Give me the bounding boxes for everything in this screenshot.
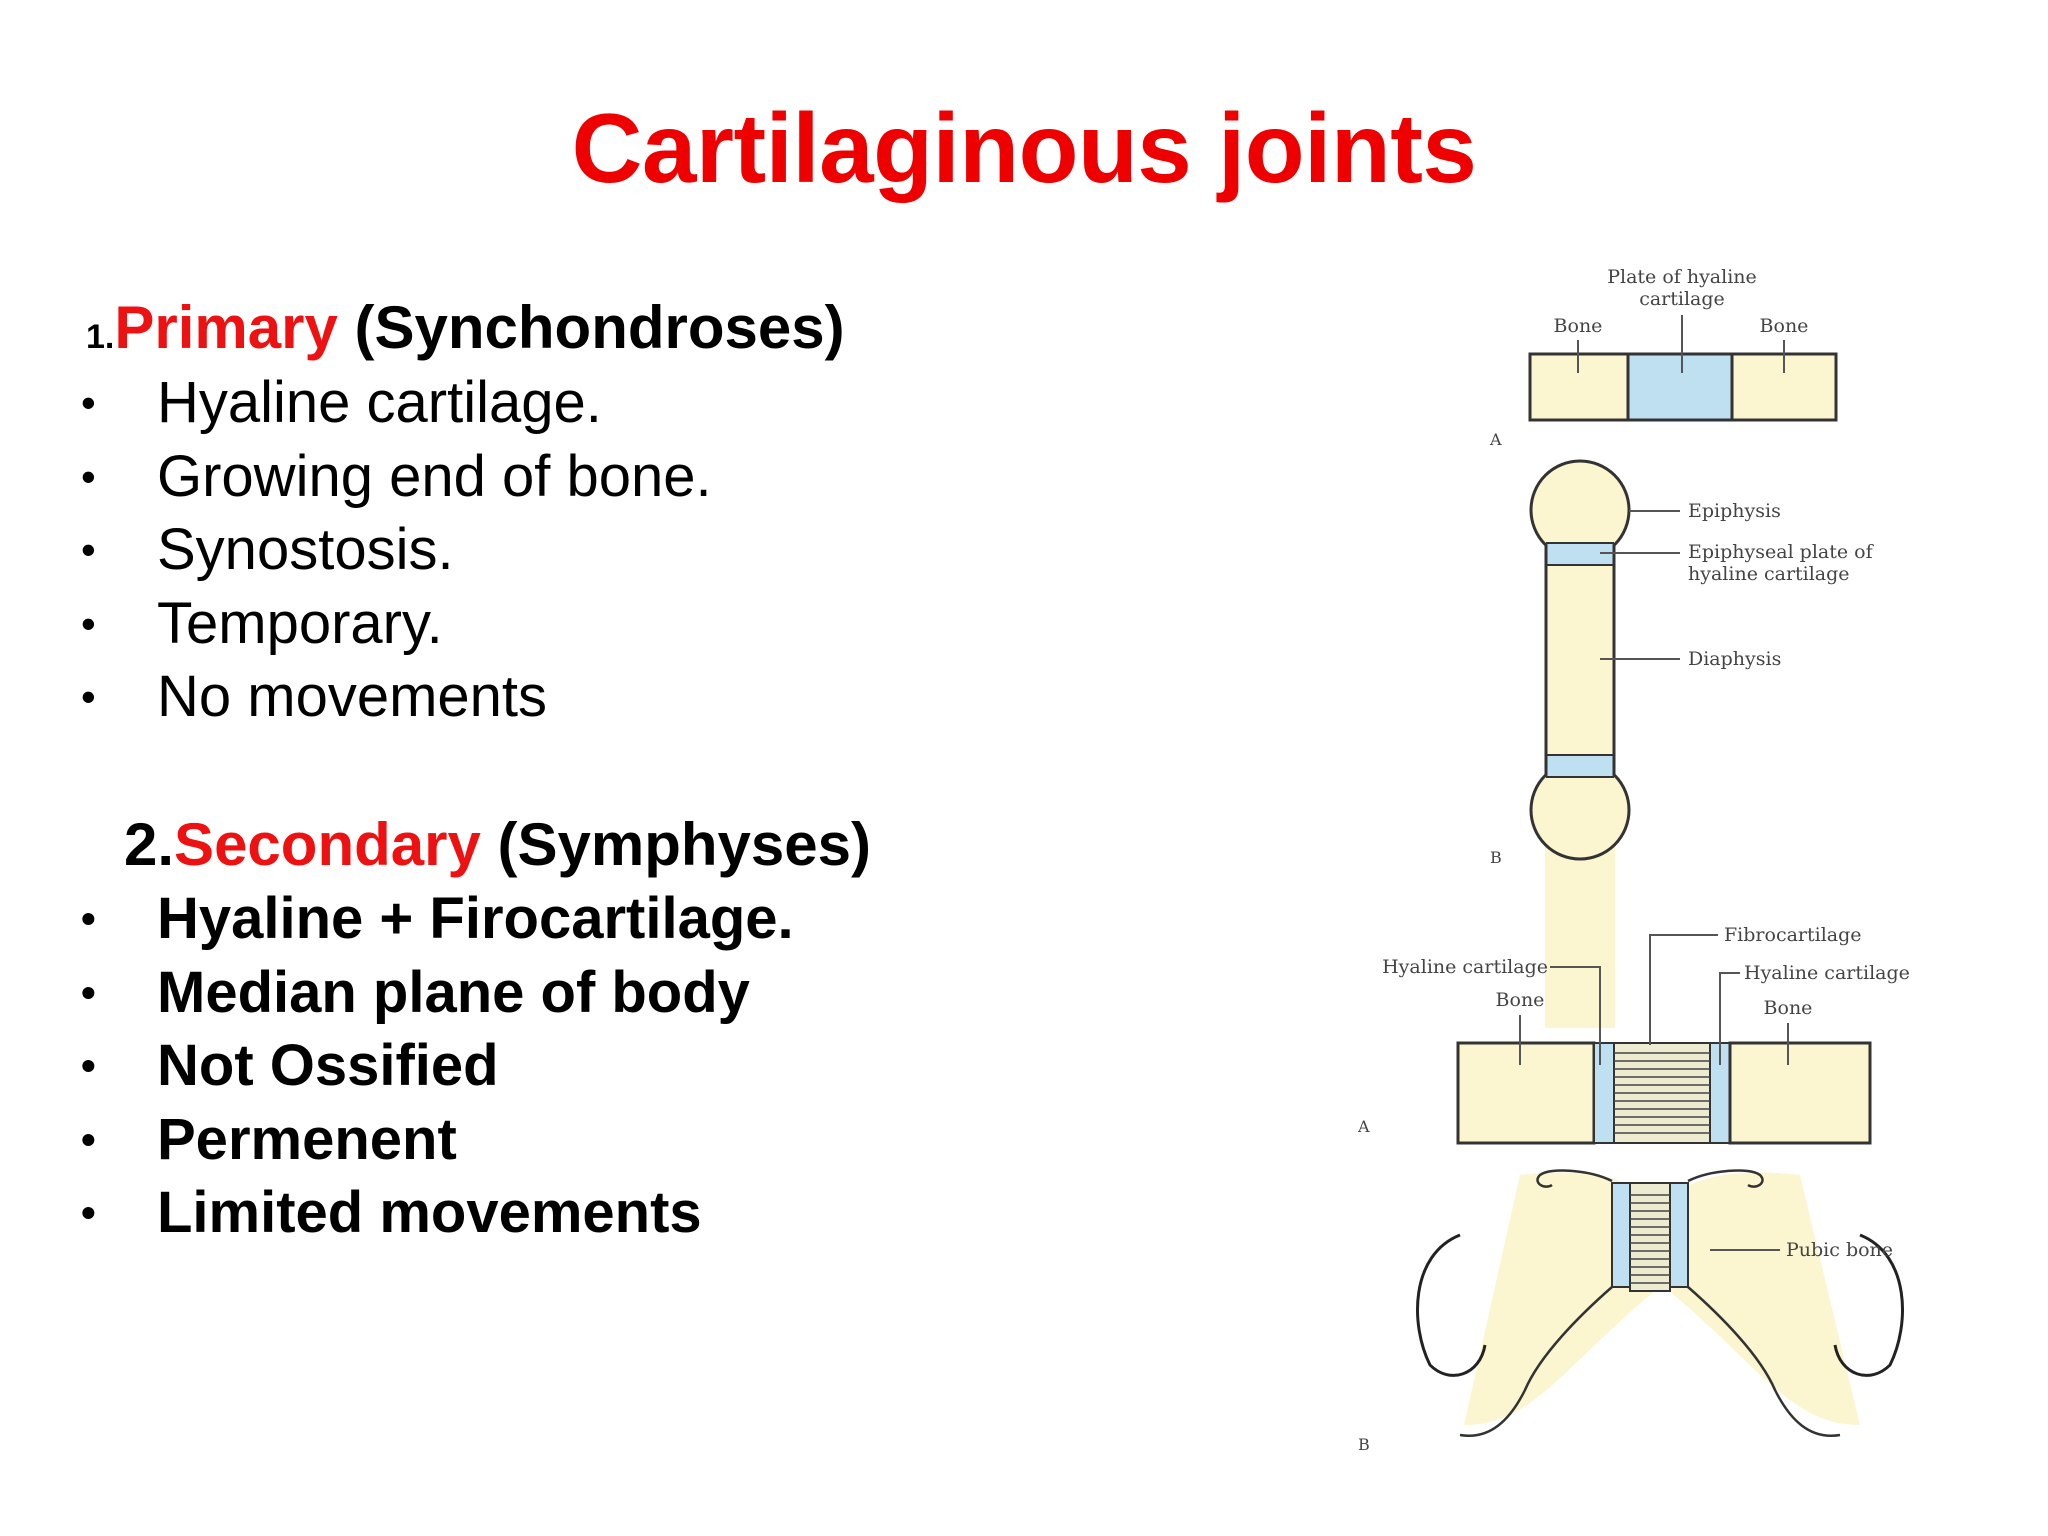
diaphysis-label: Diaphysis <box>1688 648 1781 670</box>
secondary-paren: (Symphyses) <box>480 811 872 878</box>
secondary-number: 2. <box>124 811 175 878</box>
list-item: • Permenent <box>75 1103 794 1177</box>
list-item: • No movements <box>75 660 712 734</box>
list-item-text: Limited movements <box>157 1180 702 1245</box>
bullet-dot: • <box>81 599 96 647</box>
bullet-dot: • <box>81 379 96 426</box>
primary-number: 1. <box>86 318 115 356</box>
panel-a-bar <box>1528 315 1838 422</box>
bullet-dot: • <box>81 452 96 500</box>
list-item-text: Growing end of bone. <box>157 443 712 509</box>
synchondrosis-figure: Plate of hyaline cartilage Bone Bone A E… <box>1489 266 1875 1028</box>
bullet-dot: • <box>81 895 96 942</box>
primary-paren: (Synchondroses) <box>337 294 845 361</box>
bone-label-right: Bone <box>1764 997 1813 1019</box>
panel-a-label: A <box>1357 1117 1370 1136</box>
secondary-list: • Hyaline + Firocartilage. • Median plane … <box>75 882 794 1250</box>
bone-label-left: Bone <box>1496 989 1545 1011</box>
fibrocartilage-label: Fibrocartilage <box>1724 924 1862 946</box>
bullet-dot: • <box>81 1115 96 1163</box>
symphysis-figure: Hyaline cartilage Bone Fibrocartilage Hy… <box>1357 924 1910 1454</box>
bullet-dot: • <box>81 673 96 720</box>
bullet-dot: • <box>81 526 96 573</box>
panel-b-label: B <box>1490 848 1502 867</box>
list-item: • Hyaline + Firocartilage. <box>75 882 794 956</box>
epiphysis-label: Epiphysis <box>1688 500 1781 522</box>
list-item-text: Median plane of body <box>157 959 750 1025</box>
list-item-text: Synostosis. <box>157 517 454 582</box>
list-item-text: Hyaline cartilage. <box>157 370 602 435</box>
list-item: • Growing end of bone. <box>75 440 712 514</box>
pubic-bone-label: Pubic bone <box>1786 1239 1893 1261</box>
secondary-name: Secondary <box>174 811 481 878</box>
list-item: • Limited movements <box>75 1176 794 1250</box>
list-item-text: Temporary. <box>157 590 443 656</box>
bullet-dot: • <box>81 968 96 1016</box>
bullet-dot: • <box>81 1042 96 1089</box>
list-item: • Temporary. <box>75 587 712 661</box>
list-item: • Synostosis. <box>75 513 712 587</box>
panel-b-label: B <box>1358 1435 1370 1454</box>
panel-a-label: A <box>1489 430 1502 449</box>
panel-a-symphysis-bar <box>1456 934 1872 1145</box>
epiphyseal-plate-label-1: Epiphyseal plate of <box>1688 541 1875 563</box>
fibrocartilage-stripes <box>1614 1052 1710 1134</box>
panel-b-pubic-symphysis <box>1416 1169 1904 1438</box>
bullet-dot: • <box>81 1189 96 1236</box>
list-item-text: Not Ossified <box>157 1033 499 1098</box>
list-item-text: Hyaline + Firocartilage. <box>157 886 794 951</box>
plate-label-line2: cartilage <box>1639 288 1725 310</box>
list-item: • Median plane of body <box>75 956 794 1030</box>
list-item: • Not Ossified <box>75 1029 794 1103</box>
primary-list: • Hyaline cartilage. • Growing end of bone… <box>75 366 712 734</box>
list-item-text: Permenent <box>157 1106 457 1172</box>
hyaline-label-right: Hyaline cartilage <box>1744 962 1910 984</box>
secondary-heading: 2.Secondary (Symphyses) <box>124 810 871 879</box>
list-item: • Hyaline cartilage. <box>75 366 712 440</box>
slide-title: Cartilaginous joints <box>571 93 1477 203</box>
list-item-text: No movements <box>157 664 548 729</box>
hyaline-label-left: Hyaline cartilage <box>1382 956 1548 978</box>
bone-label-left: Bone <box>1554 315 1603 337</box>
panel-b-long-bone <box>1529 459 1680 1028</box>
primary-heading: 1.Primary (Synchondroses) <box>86 293 845 362</box>
primary-name: Primary <box>114 294 338 361</box>
epiphyseal-plate-label-2: hyaline cartilage <box>1688 563 1850 585</box>
bone-label-right: Bone <box>1760 315 1809 337</box>
plate-label-line1: Plate of hyaline <box>1607 266 1757 288</box>
